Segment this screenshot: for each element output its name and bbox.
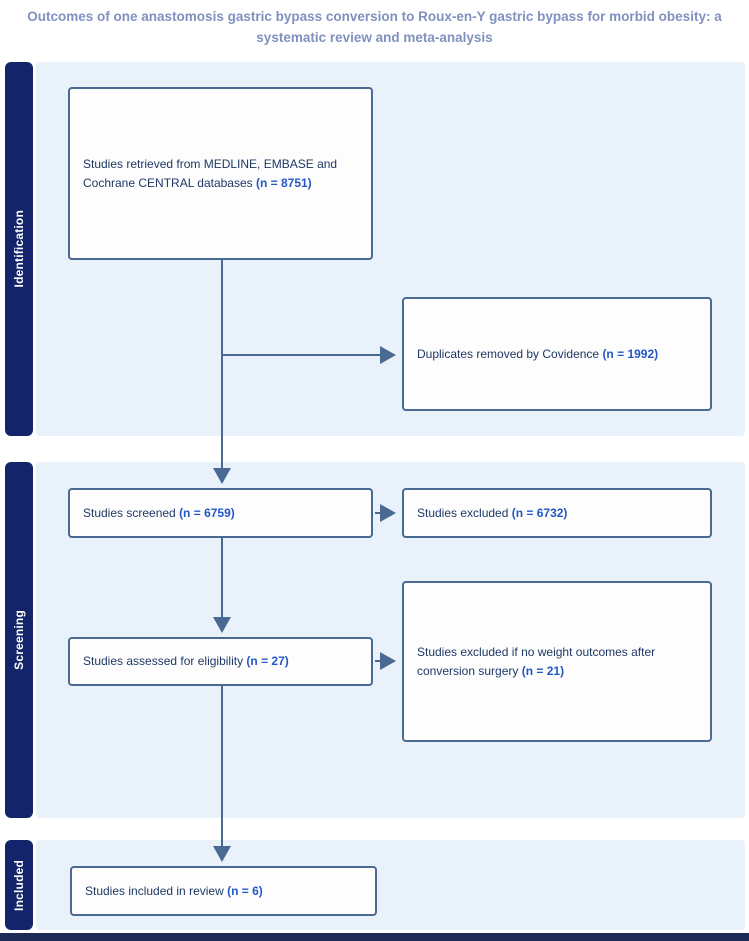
box-studies-screened-text: Studies screened (n = 6759) [83, 504, 235, 523]
box-excluded-no-weight-outcomes: Studies excluded if no weight outcomes a… [402, 581, 712, 742]
box-duplicates-removed-count: (n = 1992) [602, 346, 659, 361]
screening-section-label: Screening [12, 610, 26, 670]
box-duplicates-removed-text: Duplicates removed by Covidence (n = 199… [417, 345, 658, 364]
box-excluded-no-weight-outcomes-label: Studies excluded if no weight outcomes a… [417, 644, 656, 678]
box-studies-excluded-label: Studies excluded [417, 505, 512, 520]
box-duplicates-removed-label: Duplicates removed by Covidence [417, 346, 603, 361]
box-studies-included: Studies included in review (n = 6) [70, 866, 377, 916]
box-excluded-no-weight-outcomes-text: Studies excluded if no weight outcomes a… [417, 643, 698, 680]
box-studies-assessed-text: Studies assessed for eligibility (n = 27… [83, 652, 289, 671]
box-studies-excluded-text: Studies excluded (n = 6732) [417, 504, 567, 523]
identification-section-label: Identification [12, 210, 26, 288]
box-studies-assessed-label: Studies assessed for eligibility [83, 654, 247, 669]
box-excluded-no-weight-outcomes-count: (n = 21) [521, 663, 565, 678]
figure-title: Outcomes of one anastomosis gastric bypa… [27, 9, 722, 45]
box-studies-screened-label: Studies screened [83, 505, 180, 520]
screening-section-bar: Screening [5, 462, 33, 818]
box-studies-excluded: Studies excluded (n = 6732) [402, 488, 712, 538]
box-studies-retrieved-label: Studies retrieved from MEDLINE, EMBASE a… [83, 156, 338, 190]
box-studies-included-text: Studies included in review (n = 6) [85, 882, 263, 901]
box-studies-assessed: Studies assessed for eligibility (n = 27… [68, 637, 373, 686]
included-section-bar: Included [5, 840, 33, 930]
box-studies-assessed-count: (n = 27) [246, 654, 289, 669]
box-studies-retrieved-count: (n = 8751) [255, 175, 312, 190]
box-studies-screened-count: (n = 6759) [179, 505, 235, 520]
box-studies-screened: Studies screened (n = 6759) [68, 488, 373, 538]
included-section-label: Included [12, 859, 26, 911]
identification-section-bar: Identification [5, 62, 33, 436]
box-duplicates-removed: Duplicates removed by Covidence (n = 199… [402, 297, 712, 411]
box-studies-retrieved-text: Studies retrieved from MEDLINE, EMBASE a… [83, 155, 359, 192]
box-studies-included-count: (n = 6) [227, 883, 263, 898]
box-studies-included-label: Studies included in review [85, 883, 228, 898]
box-studies-retrieved: Studies retrieved from MEDLINE, EMBASE a… [68, 87, 373, 260]
bottom-border-bar [0, 933, 749, 941]
box-studies-excluded-count: (n = 6732) [511, 505, 568, 520]
